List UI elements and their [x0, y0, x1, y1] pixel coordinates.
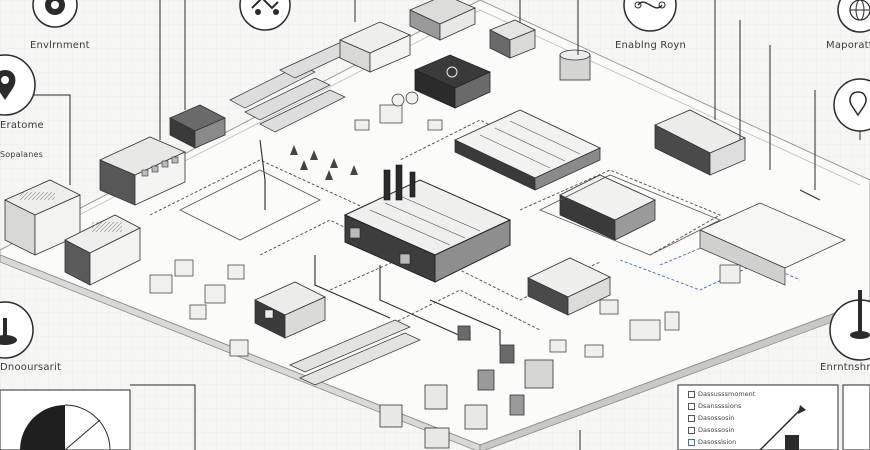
building-upper-left	[99, 136, 186, 206]
legend-item-label: Dasossosin	[698, 414, 735, 422]
callout-label-mid-left: Eratome	[0, 120, 44, 131]
legend-item: Dasossosin	[688, 414, 734, 422]
location-pin-icon	[0, 54, 36, 116]
markers-middle	[290, 145, 358, 180]
building-mid-office	[527, 257, 611, 316]
blue-pathway	[619, 239, 801, 291]
location-pin-icon-2	[833, 78, 870, 132]
building-small-dark	[169, 104, 226, 149]
callout-label-mid-left-sub: Sopalanes	[0, 150, 44, 159]
legend-panel	[677, 384, 870, 450]
robot-arms-top	[354, 91, 443, 131]
legend-item: Dasosslsion	[688, 438, 736, 446]
shelving-rows	[289, 319, 421, 386]
callout-label-mapping: Maporatta	[826, 40, 870, 51]
globe-icon	[837, 0, 870, 33]
equipment-right	[549, 202, 846, 358]
conveyor-rows-top	[229, 37, 366, 133]
checkbox-icon	[688, 402, 695, 410]
legend-item: Dsanssssions	[688, 402, 741, 410]
zone-left	[179, 169, 321, 241]
gear-icon	[32, 0, 78, 28]
callout-label-bottom-right: Enrntnshnst	[820, 362, 870, 373]
building-left-mid	[64, 214, 141, 286]
callout-label-bottom-left: Dnooursarit	[0, 362, 62, 373]
callout-label-environment: Envlrnment	[30, 40, 90, 51]
checkbox-icon	[688, 438, 695, 446]
building-bottom-left	[254, 281, 326, 339]
robots-bottom-left	[149, 259, 249, 357]
building-top-center	[339, 0, 476, 73]
checkbox-icon	[688, 414, 695, 422]
legend-item: Dasossosin	[688, 426, 734, 434]
warehouse-central-right	[558, 174, 657, 241]
building-right-windows	[654, 109, 746, 176]
zone-right	[539, 174, 721, 256]
checkbox-icon	[688, 426, 695, 434]
main-factory	[343, 164, 512, 283]
pin-icon-bottom-right	[829, 290, 870, 361]
legend-item-label: Dasosslsion	[698, 438, 737, 446]
icon-badges	[0, 0, 870, 361]
legend-item-label: Dsanssssions	[698, 402, 742, 410]
legend-item: Dassusssmoment	[688, 390, 755, 398]
legend-item-label: Dasossosin	[698, 426, 735, 434]
pin-icon-bottom-left	[0, 301, 34, 359]
warehouse-center-right	[453, 109, 602, 191]
checkbox-icon	[688, 390, 695, 398]
building-dark-logo	[414, 54, 491, 109]
legend-item-label: Dassusssmoment	[698, 390, 756, 398]
gauge-chart-icon	[0, 389, 131, 450]
callout-label-enabling: Enablng Royn	[615, 40, 687, 51]
building-grey-top-right	[489, 19, 591, 81]
crates-bottom	[379, 325, 554, 449]
workflow-icon	[623, 0, 677, 32]
robot-arm-icon	[239, 0, 291, 31]
